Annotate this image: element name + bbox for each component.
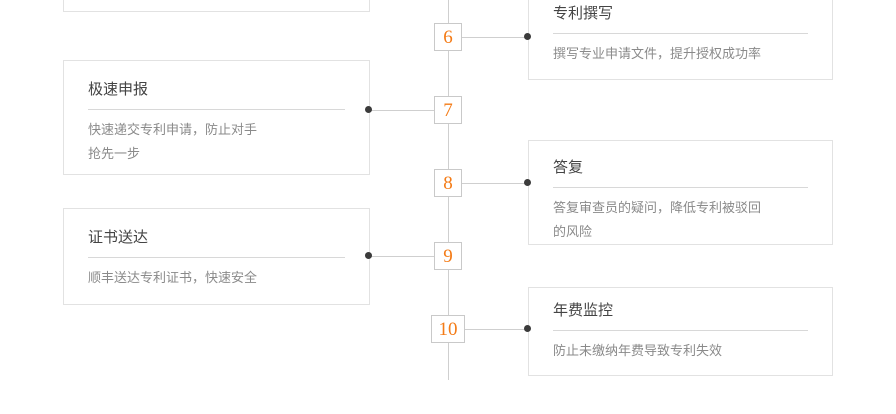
junction-dot-step-9 xyxy=(365,252,372,259)
card-desc-line: 顺丰送达专利证书，快速安全 xyxy=(88,269,258,285)
card-title-step-7: 极速申报 xyxy=(88,79,345,110)
card-desc-line: 的风险 xyxy=(553,223,593,239)
card-desc-line: 答复审查员的疑问，降低专利被驳回 xyxy=(553,199,762,215)
card-step-6[interactable]: 专利撰写 撰写专业申请文件，提升授权成功率 xyxy=(528,0,833,80)
card-desc-line: 防止未缴纳年费导致专利失效 xyxy=(553,342,723,358)
card-step-9[interactable]: 证书送达 顺丰送达专利证书，快速安全 xyxy=(63,208,370,305)
card-desc-step-7: 快速递交专利申请，防止对手 抢先一步 xyxy=(88,110,345,166)
card-title-step-10: 年费监控 xyxy=(553,300,808,331)
junction-dot-step-8 xyxy=(524,179,531,186)
card-desc-line: 快速递交专利申请，防止对手 xyxy=(88,121,258,137)
card-desc-step-8: 答复审查员的疑问，降低专利被驳回 的风险 xyxy=(553,188,808,244)
step-badge-9[interactable]: 9 xyxy=(434,242,462,270)
card-title-step-9: 证书送达 xyxy=(88,227,345,258)
card-step-8[interactable]: 答复 答复审查员的疑问，降低专利被驳回 的风险 xyxy=(528,140,833,245)
card-step-7[interactable]: 极速申报 快速递交专利申请，防止对手 抢先一步 xyxy=(63,60,370,175)
connector-step-7 xyxy=(370,110,434,111)
card-step-10[interactable]: 年费监控 防止未缴纳年费导致专利失效 xyxy=(528,287,833,376)
card-title-step-8: 答复 xyxy=(553,157,808,188)
connector-step-8 xyxy=(462,183,530,184)
step-badge-7[interactable]: 7 xyxy=(434,96,462,124)
card-title-step-6: 专利撰写 xyxy=(553,3,808,34)
card-desc-step-9: 顺丰送达专利证书，快速安全 xyxy=(88,258,345,290)
card-desc-line: 撰写专业申请文件，提升授权成功率 xyxy=(553,45,762,61)
card-desc-step-10: 防止未缴纳年费导致专利失效 xyxy=(553,331,808,363)
junction-dot-step-6 xyxy=(524,33,531,40)
step-badge-8[interactable]: 8 xyxy=(434,169,462,197)
step-badge-6[interactable]: 6 xyxy=(434,23,462,51)
connector-step-6 xyxy=(462,37,530,38)
junction-dot-step-10 xyxy=(524,325,531,332)
card-partial-top[interactable] xyxy=(63,0,370,12)
connector-step-9 xyxy=(370,256,434,257)
junction-dot-step-7 xyxy=(365,106,372,113)
card-desc-step-6: 撰写专业申请文件，提升授权成功率 xyxy=(553,34,808,66)
card-desc-line: 抢先一步 xyxy=(88,145,141,161)
connector-step-10 xyxy=(465,329,530,330)
step-badge-10[interactable]: 10 xyxy=(431,315,465,343)
